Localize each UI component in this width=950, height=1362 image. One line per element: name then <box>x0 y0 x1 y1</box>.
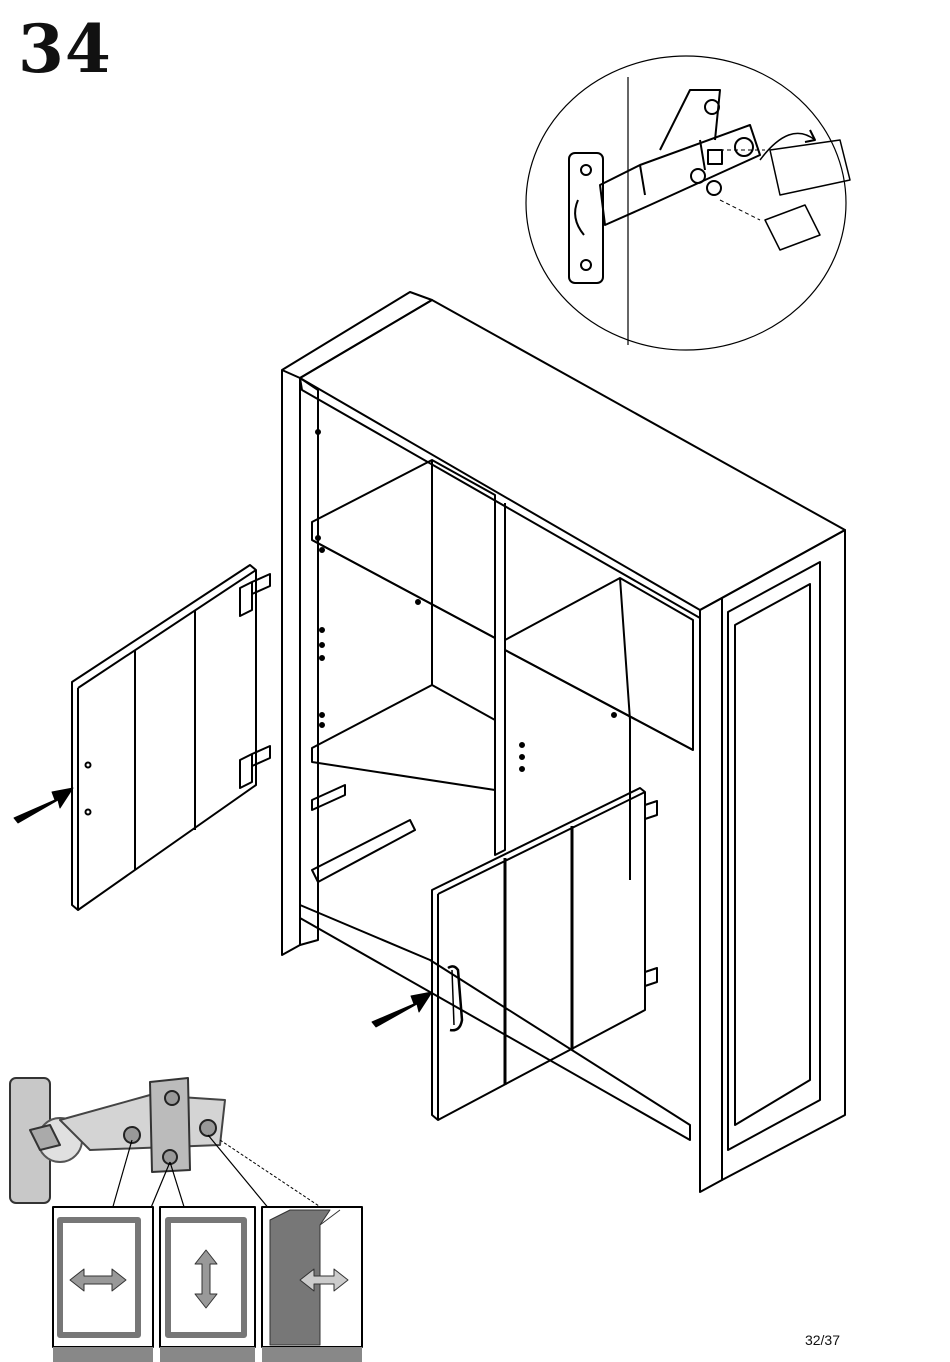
insert-arrow-left-door-icon <box>14 788 73 823</box>
hinge-adjustment-detail <box>10 1078 325 1210</box>
right-door <box>432 788 657 1120</box>
vertical-adjust-icon <box>160 1207 255 1362</box>
depth-adjust-icon <box>262 1207 362 1362</box>
left-door <box>72 565 270 910</box>
insert-arrow-right-door-icon <box>372 992 432 1027</box>
hinge-screwdriver-detail-icon <box>526 56 850 350</box>
page-indicator: 32/37 <box>805 1332 840 1348</box>
horizontal-adjust-icon <box>53 1207 153 1362</box>
cabinet-carcass <box>282 292 845 1192</box>
